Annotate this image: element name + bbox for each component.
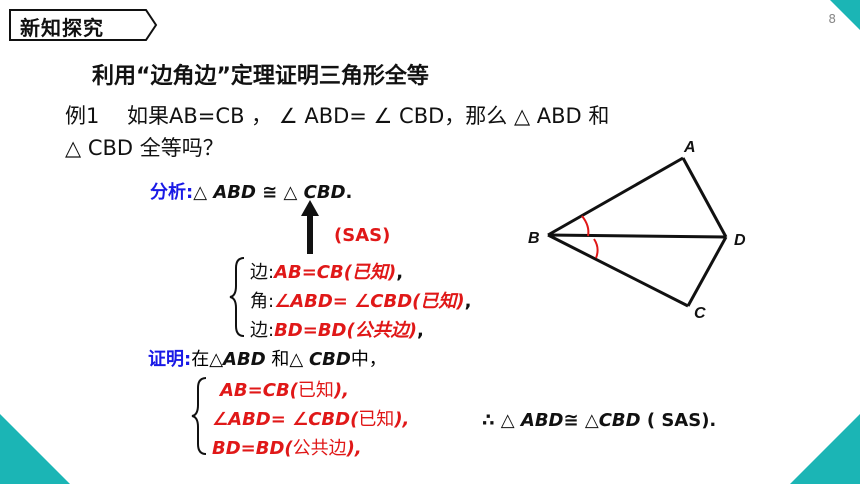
proof-row-2: ∠ABD= ∠CBD(已知), — [212, 405, 409, 431]
proof-intro-text: 在△ — [191, 349, 224, 370]
sas-label: (SAS) — [334, 225, 391, 246]
congruent-symbol: ≅ — [255, 182, 284, 203]
angle-abd-arc — [581, 215, 590, 237]
proof-row-1: AB=CB(已知), — [220, 376, 349, 402]
row-content: AB=CB(已知) — [274, 262, 397, 283]
section-tag-label: 新知探究 — [20, 16, 104, 40]
proof-intro-text: 和△ — [265, 349, 309, 370]
row-end: ), — [346, 438, 362, 459]
proof-intro-text: 中， — [350, 349, 387, 370]
sas-reason: ( SAS). — [640, 410, 717, 431]
congruent-symbol: ≅ △ — [563, 410, 599, 431]
segment-bc — [547, 233, 689, 308]
analysis-row-side-2: 边:BD=BD(公共边), — [250, 316, 424, 342]
row-prefix: 角: — [250, 291, 275, 312]
proof-intro-line: 证明:在△ABD 和△ CBD中， — [148, 345, 387, 371]
section-tag-shape — [9, 9, 158, 41]
triangle-abd: ABD — [213, 182, 256, 203]
proof-label: 证明: — [148, 349, 192, 370]
row-content: ∠ABD= ∠CBD(已知) — [274, 291, 465, 312]
triangle-cbd: CBD — [598, 410, 641, 431]
row-note: 公共边 — [292, 438, 347, 459]
proof-conclusion: ∴ △ ABD≅ △CBD ( SAS). — [482, 410, 716, 431]
angle-cbd-arc — [593, 238, 599, 259]
row-content: AB=CB( — [220, 380, 298, 401]
up-arrow-icon — [301, 200, 319, 254]
therefore-symbol: ∴ △ — [482, 410, 521, 431]
period: . — [345, 182, 353, 203]
triangle-abd: ABD — [223, 349, 266, 370]
row-end: ), — [333, 380, 349, 401]
analysis-row-angle: 角:∠ABD= ∠CBD(已知), — [250, 287, 471, 313]
triangle-symbol: △ — [283, 182, 304, 203]
row-prefix: 边: — [250, 262, 275, 283]
vertex-label-a: A — [683, 139, 696, 156]
page-number: 8 — [828, 12, 836, 26]
segment-cd — [686, 236, 728, 307]
triangle-abd: ABD — [520, 410, 564, 431]
analysis-label: 分析: — [150, 182, 194, 203]
analysis-row-side: 边:AB=CB(已知), — [250, 258, 403, 284]
row-end: ), — [394, 409, 410, 430]
triangle-cbd: CBD — [303, 182, 346, 203]
row-content: BD=BD(公共边) — [274, 320, 417, 341]
analysis-brace — [229, 257, 245, 337]
row-note: 已知 — [297, 380, 334, 401]
segment-ad — [681, 157, 728, 238]
segment-ab — [547, 156, 684, 237]
vertex-label-c: C — [694, 305, 706, 322]
row-suffix: , — [396, 262, 404, 283]
proof-row-3: BD=BD(公共边), — [212, 434, 362, 460]
top-right-corner-decoration — [830, 0, 860, 30]
bottom-left-corner-decoration — [0, 414, 70, 484]
triangle-symbol: △ — [193, 182, 214, 203]
segment-bd — [547, 233, 727, 239]
example-line-1: 例1 如果AB=CB ， ∠ ABD= ∠ CBD，那么 △ ABD 和 — [65, 104, 610, 128]
row-suffix: , — [416, 320, 424, 341]
vertex-label-b: B — [528, 230, 540, 247]
row-note: 已知 — [358, 409, 395, 430]
row-content: ∠ABD= ∠CBD( — [212, 409, 359, 430]
slide-title: 利用“边角边”定理证明三角形全等 — [92, 64, 429, 89]
vertex-label-d: D — [734, 232, 746, 249]
kite-figure: A B D C — [528, 139, 746, 322]
row-suffix: , — [464, 291, 472, 312]
row-content: BD=BD( — [212, 438, 293, 459]
analysis-line: 分析:△ ABD ≅ △ CBD. — [150, 178, 352, 204]
bottom-right-corner-decoration — [790, 414, 860, 484]
proof-brace — [191, 377, 207, 455]
example-line-2: △ CBD 全等吗？ — [65, 136, 224, 160]
row-prefix: 边: — [250, 320, 275, 341]
triangle-cbd: CBD — [308, 349, 351, 370]
example-statement: 例1 如果AB=CB ， ∠ ABD= ∠ CBD，那么 △ ABD 和 △ C… — [65, 100, 609, 164]
